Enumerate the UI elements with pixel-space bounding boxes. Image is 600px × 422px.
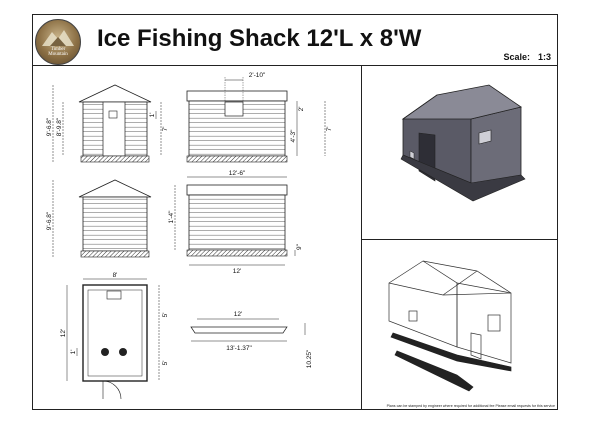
front-elevation: 9'-6.8" 8'-9.8" 1' 7' (46, 84, 169, 163)
plan-length-label: 12' (60, 329, 67, 337)
rear-skid (80, 250, 150, 258)
plan-inner-wall (87, 289, 143, 377)
skid-runner (190, 326, 288, 334)
plan-hole-gap-label: 1' (70, 350, 77, 355)
front-window (108, 110, 118, 119)
wire-side (456, 282, 512, 364)
rear-gable (78, 179, 152, 198)
logo-text: Timber Mountain (36, 47, 80, 57)
rear-elevation: 9'-6.8" (46, 179, 152, 258)
plan-width-label: 8' (113, 272, 118, 279)
shack-front-window (409, 150, 415, 160)
drawing-sheet: Timber Mountain Ice Fishing Shack 12'L x… (32, 14, 558, 410)
title-bar: Timber Mountain Ice Fishing Shack 12'L x… (33, 15, 557, 66)
skid-top-label: 12' (234, 311, 242, 318)
rear-side-top-label: 12'-6" (229, 170, 246, 177)
front-window-label: 1' (149, 113, 156, 118)
plan-lower-label: 5' (162, 361, 169, 366)
fishing-hole-right (119, 348, 127, 356)
wire-door (470, 332, 482, 360)
rear-side-wall-label: 1'-4" (168, 210, 175, 224)
side-elevation: 2'-10" 2' 4'-3" 7' (186, 72, 333, 163)
rear-side-length-label: 12' (233, 268, 241, 275)
wire-skid-lower (394, 350, 474, 392)
fishing-hole-left (101, 348, 109, 356)
panel-divider-horizontal (361, 239, 557, 240)
wireframe-3d-view (388, 260, 512, 392)
scale-label: Scale: 1:3 (503, 52, 551, 62)
skid-height-label: 10.25" (306, 349, 313, 368)
plan-upper-label: 5' (162, 313, 169, 318)
other-side-wall (188, 194, 286, 251)
wire-front (388, 260, 458, 348)
elevation-drawings: 9'-6.8" 8'-9.8" 1' 7' 2'-10" 2' 4'-3" 7' (46, 72, 526, 400)
side-window (224, 101, 244, 117)
wire-skids (390, 332, 512, 372)
wire-front-window (408, 310, 418, 322)
timber-mountain-logo: Timber Mountain (35, 19, 81, 65)
front-gable (78, 84, 152, 103)
panel-divider-vertical (361, 65, 362, 409)
plan-outline (82, 284, 148, 382)
plan-door-swing (102, 380, 122, 400)
side-lower-height-label: 4'-3" (290, 129, 297, 143)
logo-line-2: Mountain (48, 52, 68, 57)
front-height-label: 9'-6.8" (46, 117, 53, 136)
footer-note: Plans can be stamped by engineer where r… (386, 404, 555, 408)
skid-length-label: 13'-1.37" (226, 345, 252, 352)
front-wall-height-label: 8'-9.8" (56, 117, 63, 136)
front-skid (80, 155, 150, 163)
rear-side-base-label: 9" (296, 243, 303, 250)
side-wall-height-label: 7' (326, 127, 333, 132)
other-side-elevation: 12'-6" 12' 1'-4" 9" (168, 170, 303, 275)
mountain-icon (42, 30, 74, 46)
other-side-roof (186, 184, 288, 196)
solid-3d-view (400, 84, 526, 202)
shack-skids (400, 154, 526, 202)
other-side-skid (186, 249, 288, 257)
rear-height-label: 9'-6.8" (46, 211, 53, 230)
side-window-width-label: 2'-10" (249, 72, 266, 79)
plan-window (106, 290, 122, 300)
shack-side-window (478, 129, 492, 145)
floor-plan: 8' 12' 1' 5' 5' (60, 272, 169, 400)
shack-roof (401, 84, 522, 120)
skid-detail: 12' 13'-1.37" 10.25" (190, 311, 313, 368)
side-window-drop-label: 2' (298, 107, 305, 112)
rear-wall (82, 196, 148, 252)
wire-ridge (422, 260, 512, 294)
side-skid (186, 155, 288, 163)
wire-side-window (487, 314, 501, 332)
front-door (102, 101, 126, 157)
front-door-height-label: 7' (162, 127, 169, 132)
side-roof-edge (186, 90, 288, 102)
page-title: Ice Fishing Shack 12'L x 8'W (97, 25, 422, 52)
scale-caption: Scale: (503, 52, 530, 62)
scale-value: 1:3 (537, 52, 551, 62)
logo-line-1: Timber (50, 47, 66, 52)
